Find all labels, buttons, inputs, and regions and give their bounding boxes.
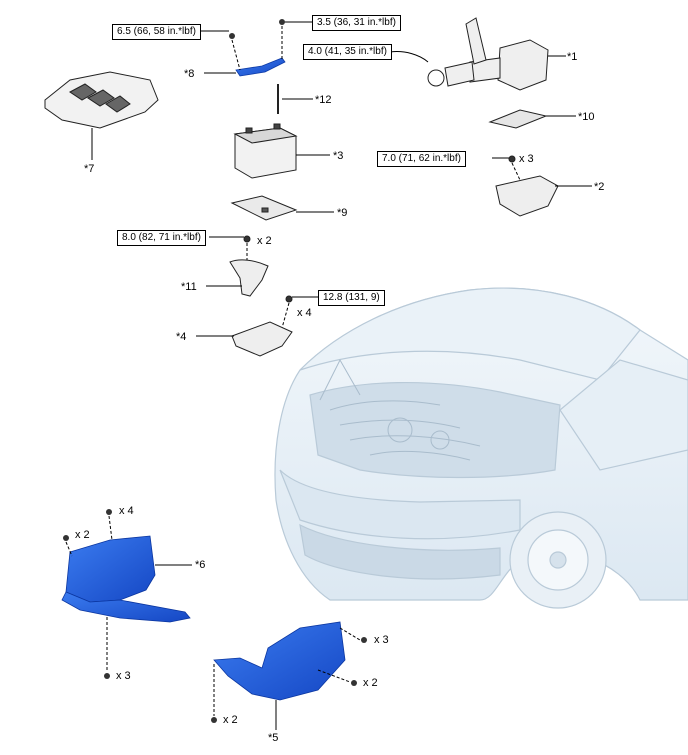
quantity-part-5-bottom-bolts: x 2 <box>223 714 238 726</box>
part-label-2: *2 <box>594 181 605 193</box>
air-cleaner-part-1 <box>389 17 566 91</box>
part-label-9: *9 <box>337 207 348 219</box>
air-cleaner-bracket-part-2 <box>495 155 592 217</box>
part-label-10: *10 <box>578 111 595 123</box>
quantity-part-5-right-top-bolts: x 3 <box>374 634 389 646</box>
quantity-part-4-bolts: x 4 <box>297 307 312 319</box>
air-filter-part-10 <box>488 109 576 129</box>
quantity-part-6-left-bolts: x 2 <box>75 529 90 541</box>
quantity-part-11-bolts: x 2 <box>257 235 272 247</box>
engine-cover-part-7 <box>44 71 159 129</box>
quantity-part-5-right-bottom-bolts: x 2 <box>363 677 378 689</box>
torque-spec-part-8: 6.5 (66, 58 in.*lbf) <box>112 24 201 40</box>
part-label-11: *11 <box>181 281 197 293</box>
part-label-7: *7 <box>84 163 95 175</box>
torque-spec-part-12: 3.5 (36, 31 in.*lbf) <box>312 15 401 31</box>
torque-spec-part-1: 4.0 (41, 35 in.*lbf) <box>303 44 392 60</box>
battery-clamp-part-8 <box>204 33 286 77</box>
torque-leader-lines <box>199 21 509 298</box>
vehicle-front-illustration <box>274 287 688 609</box>
torque-spec-part-4: 12.8 (131, 9) <box>318 290 385 306</box>
battery-tray-part-9 <box>230 195 334 221</box>
quantity-part-6-bottom-bolts: x 3 <box>116 670 131 682</box>
battery-rod-part-12 <box>277 19 313 114</box>
battery-carrier-part-4 <box>196 295 293 357</box>
engine-bay-detail <box>319 358 481 461</box>
part-label-8: *8 <box>184 68 195 80</box>
part-label-5: *5 <box>268 732 279 744</box>
wire-harness-bracket-part-11 <box>206 235 269 297</box>
battery-part-3 <box>233 123 330 179</box>
engine-under-cover-part-6 <box>61 509 192 679</box>
torque-spec-part-2: 7.0 (71, 62 in.*lbf) <box>377 151 466 167</box>
quantity-part-2-bolts: x 3 <box>519 153 534 165</box>
torque-spec-part-11: 8.0 (82, 71 in.*lbf) <box>117 230 206 246</box>
part-label-1: *1 <box>567 51 578 63</box>
part-label-6: *6 <box>195 559 206 571</box>
quantity-part-6-top-bolts: x 4 <box>119 505 134 517</box>
part-label-4: *4 <box>176 331 187 343</box>
part-label-12: *12 <box>315 94 332 106</box>
part-label-3: *3 <box>333 150 344 162</box>
engine-under-cover-part-5 <box>211 621 367 730</box>
